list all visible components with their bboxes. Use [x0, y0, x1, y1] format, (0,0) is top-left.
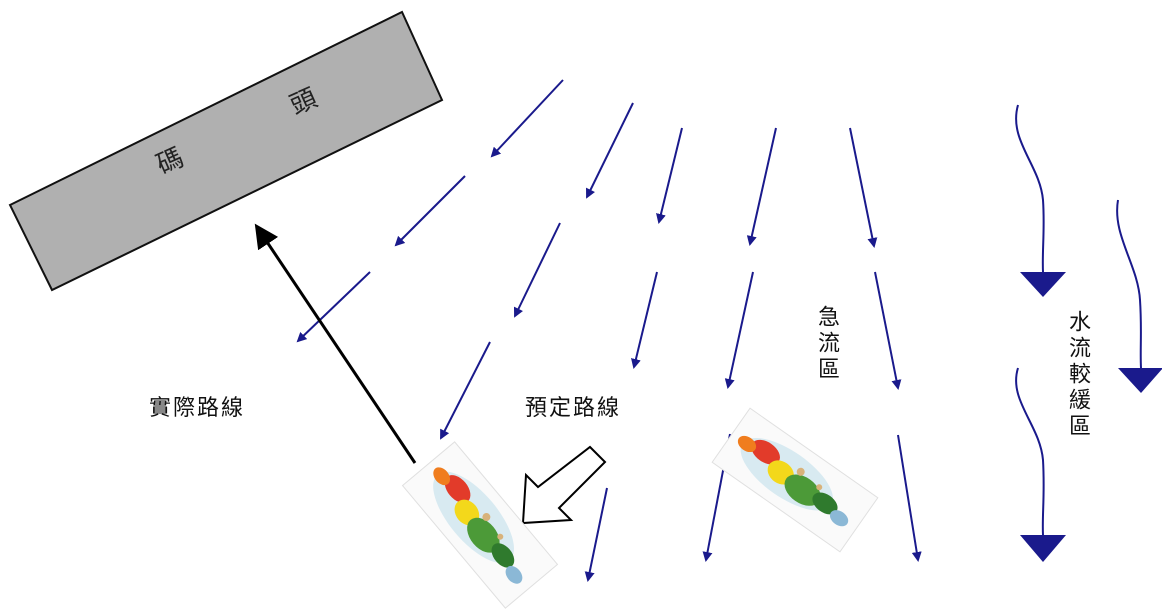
current-arrow — [746, 127, 777, 246]
actual-route-label: 實際路線 — [149, 396, 246, 421]
current-arrow — [1116, 199, 1142, 369]
current-arrow-head — [1020, 272, 1066, 297]
current-arrow — [656, 127, 683, 224]
planned-route-label: 預定路線 — [525, 396, 622, 421]
current-arrow — [296, 271, 371, 343]
current-arrow — [724, 271, 754, 389]
planned-route-arrow — [521, 445, 607, 525]
dock — [8, 10, 444, 292]
current-arrow — [394, 175, 466, 247]
current-arrow-head — [1020, 535, 1066, 562]
current-arrow — [586, 102, 634, 199]
current-arrow — [513, 222, 561, 318]
current-arrow-head — [1118, 368, 1162, 393]
current-arrow — [1015, 104, 1045, 273]
current-arrow — [1015, 367, 1045, 536]
slow-current-zone-label: 水流較緩區 — [1065, 310, 1090, 440]
fast-current-zone-label: 急流區 — [814, 305, 839, 383]
boat-illustration — [711, 407, 879, 553]
actual-route-arrow — [254, 223, 417, 464]
current-arrow — [849, 127, 878, 248]
current-arrow — [490, 79, 564, 158]
current-arrow — [897, 434, 922, 562]
fast-current-arrows — [296, 79, 922, 582]
current-arrow — [584, 487, 608, 582]
current-arrow — [440, 341, 491, 440]
current-arrow — [874, 271, 902, 390]
boat-illustration — [401, 441, 559, 609]
slow-current-arrows — [1015, 104, 1162, 562]
current-arrow — [631, 271, 658, 369]
